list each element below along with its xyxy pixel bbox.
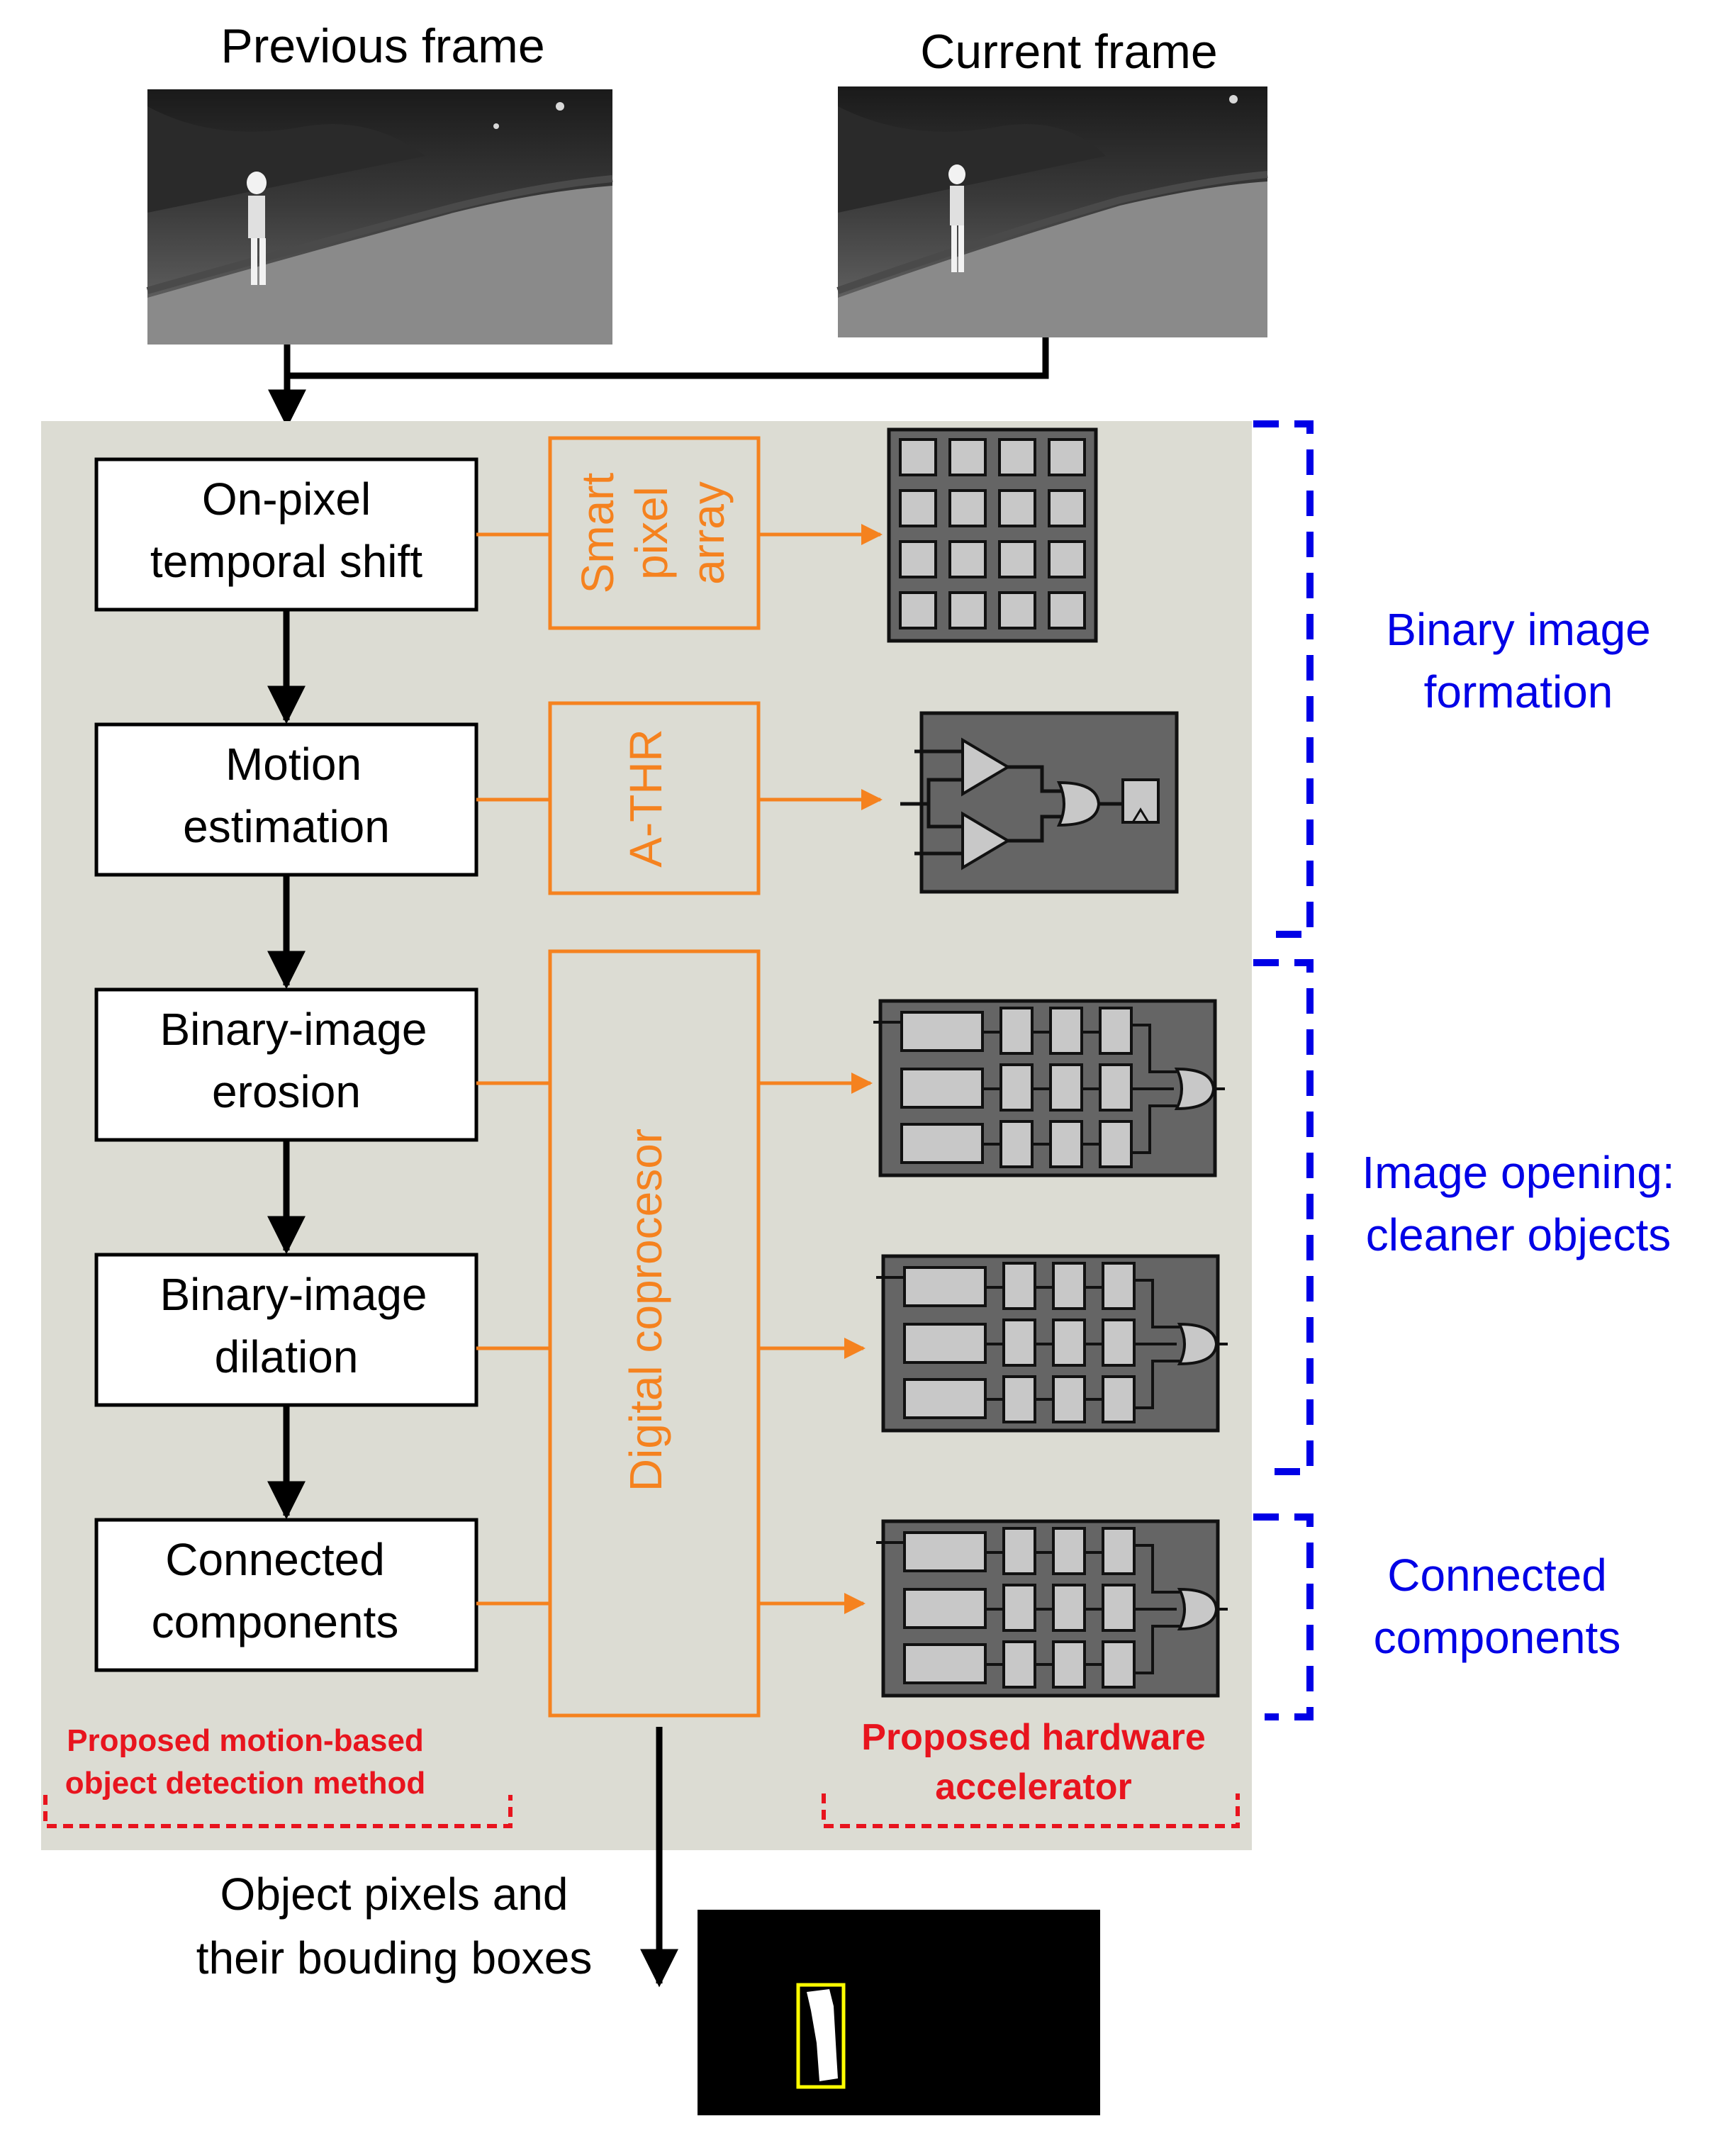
step-label-line1: On-pixel	[202, 474, 371, 525]
person-head-icon	[247, 172, 267, 194]
digital-coprocessor-label: Digital coprocesor	[620, 1129, 671, 1491]
method-caption: object detection method	[65, 1766, 425, 1801]
input-join-line	[287, 337, 1049, 379]
person-head-icon	[948, 164, 965, 184]
step-box-erosion	[94, 987, 478, 1142]
step-box-motion-estimation	[94, 722, 478, 877]
accelerator-caption: accelerator	[935, 1767, 1132, 1808]
step-box-temporal-shift	[94, 457, 478, 612]
stage-label-formation: formation	[1424, 666, 1613, 717]
step-label-line1: Binary-image	[159, 1004, 427, 1055]
stage-label-formation: Binary image	[1386, 604, 1651, 655]
stage-label-components: components	[1374, 1612, 1621, 1663]
stage-label-opening: cleaner objects	[1366, 1209, 1671, 1260]
pixel-array-icon	[887, 427, 1098, 643]
method-caption: Proposed motion-based	[67, 1723, 424, 1758]
smart-pixel-label: array	[683, 481, 734, 585]
step-label-line1: Connected	[165, 1534, 385, 1585]
output-label-line1: Object pixels and	[220, 1869, 569, 1920]
step-label-line2: components	[152, 1596, 399, 1647]
step-label-line1: Motion	[225, 739, 362, 790]
register-array-icon	[876, 1254, 1228, 1433]
comparator-circuit-icon	[900, 711, 1179, 894]
output-label-line2: their bouding boxes	[196, 1932, 593, 1983]
step-box-connected-components	[94, 1518, 478, 1672]
athr-label: A-THR	[620, 729, 671, 868]
step-label-line2: temporal shift	[150, 536, 422, 587]
stage-label-components: Connected	[1387, 1550, 1607, 1601]
detection-result-image	[698, 1910, 1100, 2115]
hardware-links	[476, 524, 883, 1614]
current-frame-label: Current frame	[920, 25, 1217, 79]
previous-frame-image	[146, 89, 613, 345]
digital-coprocessor-block	[548, 949, 761, 1718]
stage-label-opening: Image opening:	[1362, 1147, 1674, 1198]
accelerator-caption-bracket	[822, 1793, 1240, 1828]
step-label-line2: erosion	[212, 1066, 361, 1117]
register-array-icon	[876, 1519, 1228, 1698]
current-frame-image	[836, 86, 1268, 337]
step-label-line2: dilation	[215, 1331, 359, 1382]
smart-pixel-label: Smart	[572, 472, 623, 593]
step-label-line1: Binary-image	[159, 1269, 427, 1320]
bounding-box	[796, 1983, 846, 2089]
previous-frame-label: Previous frame	[220, 19, 544, 73]
accelerator-caption: Proposed hardware	[861, 1717, 1205, 1758]
register-array-icon	[873, 999, 1225, 1177]
stage-brackets	[1253, 420, 1314, 1720]
step-box-dilation	[94, 1253, 478, 1407]
smart-pixel-label: pixel	[626, 486, 677, 580]
method-caption-bracket	[43, 1795, 513, 1828]
step-label-line2: estimation	[183, 801, 390, 852]
